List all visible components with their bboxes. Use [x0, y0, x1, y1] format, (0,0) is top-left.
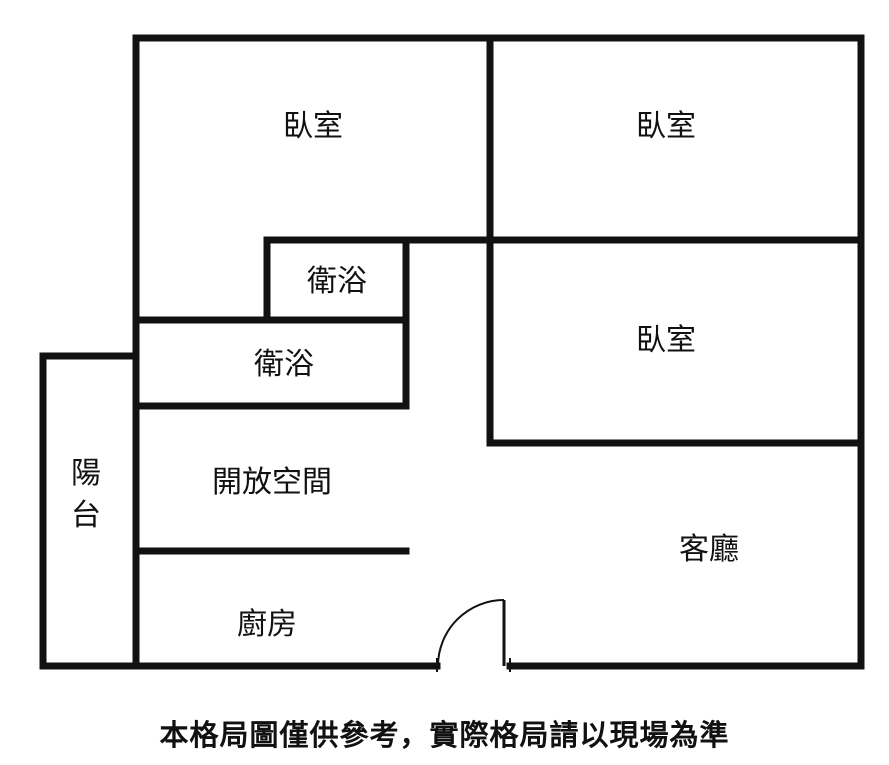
- label-bathroom-lower: 衛浴: [254, 347, 314, 382]
- label-bedroom-top-left: 臥室: [283, 109, 343, 144]
- disclaimer-caption: 本格局圖僅供參考，實際格局請以現場為準: [159, 718, 730, 752]
- label-balcony-line2: 台: [71, 498, 101, 533]
- label-bedroom-middle-right: 臥室: [636, 323, 696, 358]
- door-swing-arc: [437, 599, 505, 667]
- label-kitchen: 廚房: [237, 607, 297, 642]
- floor-plan: 臥室 臥室 臥室 衛浴 衛浴 開放空間 客廳 廚房 陽 台: [39, 34, 865, 672]
- label-bedroom-top-right: 臥室: [636, 109, 696, 144]
- balcony-wall: [39, 352, 140, 670]
- label-open-space: 開放空間: [212, 465, 332, 500]
- label-bathroom-upper: 衛浴: [307, 264, 367, 299]
- entrance-door: [436, 599, 511, 672]
- label-living-room: 客廳: [679, 532, 739, 567]
- label-balcony-line1: 陽: [71, 456, 101, 491]
